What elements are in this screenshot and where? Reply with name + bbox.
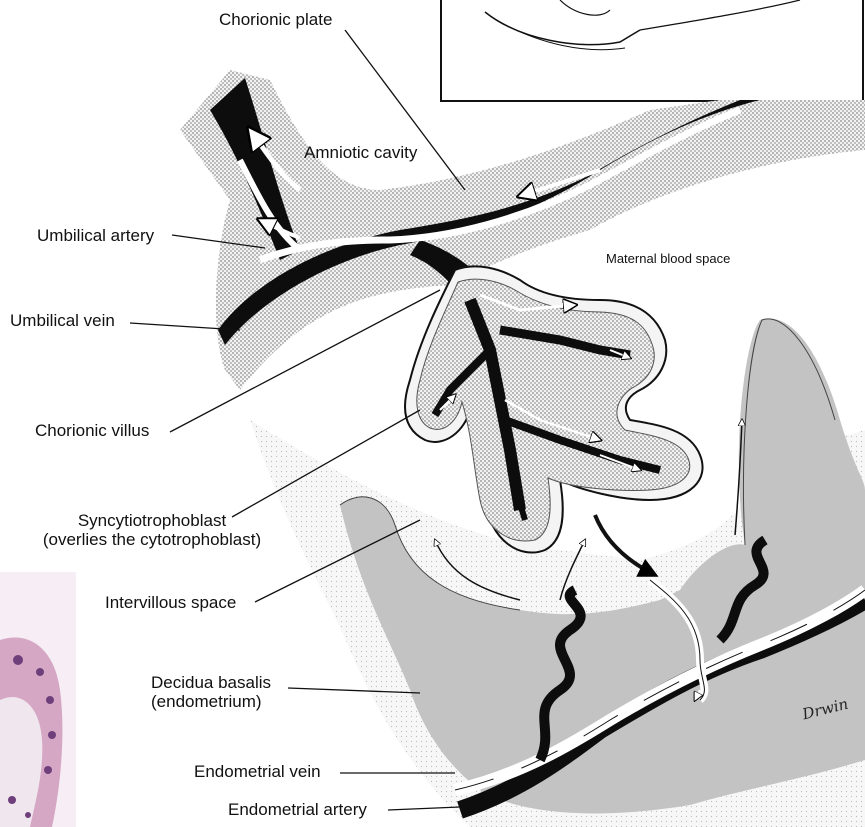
label-syncytiotrophoblast-line1: Syncytiotrophoblast	[22, 511, 282, 530]
orientation-inset	[441, 0, 863, 101]
label-chorionic-villus: Chorionic villus	[35, 421, 149, 440]
label-syncytiotrophoblast: Syncytiotrophoblast (overlies the cytotr…	[22, 511, 282, 549]
chorionic-villus-tree	[405, 266, 703, 552]
label-umbilical-vein: Umbilical vein	[10, 311, 115, 330]
label-amniotic-cavity: Amniotic cavity	[304, 143, 417, 162]
label-endometrial-artery: Endometrial artery	[228, 800, 367, 819]
histology-inset	[0, 572, 76, 827]
label-chorionic-plate: Chorionic plate	[219, 10, 332, 29]
label-endometrial-vein: Endometrial vein	[194, 762, 321, 781]
label-syncytiotrophoblast-line2: (overlies the cytotrophoblast)	[22, 530, 282, 549]
label-decidua-basalis-line2: (endometrium)	[151, 692, 271, 711]
label-intervillous-space: Intervillous space	[105, 593, 236, 612]
label-maternal-blood-space: Maternal blood space	[606, 249, 730, 268]
label-umbilical-artery: Umbilical artery	[37, 226, 154, 245]
label-decidua-basalis-line1: Decidua basalis	[151, 673, 271, 692]
label-decidua-basalis: Decidua basalis (endometrium)	[151, 673, 271, 711]
